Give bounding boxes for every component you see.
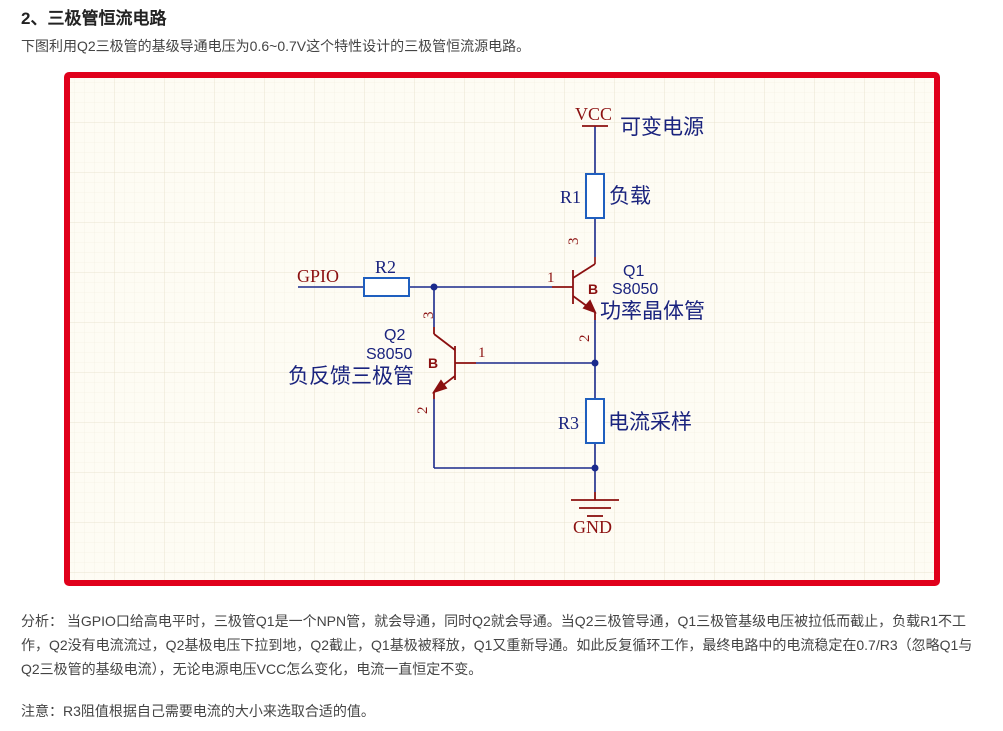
q1-pin2: 2 [577,335,593,343]
resistor-r3 [585,398,605,444]
q2-designator: Q2 [384,327,405,344]
r3-label: R3 [558,413,579,433]
transistor-q2 [431,327,476,399]
ground-symbol [571,492,619,517]
gpio-label: GPIO [297,266,339,286]
resistor-r1 [585,173,605,264]
r1-label: R1 [560,187,581,207]
q2-pin3: 3 [421,312,437,320]
q1-pin3: 3 [566,238,582,246]
schematic-grid [67,75,937,583]
schematic-figure: VCC 可变电源 R1 负载 3 GPIO R2 1 Q1 S8050 B 功率… [64,72,940,586]
intro-paragraph: 下图利用Q2三极管的基级导通电压为0.6~0.7V这个特性设计的三极管恒流源电路… [21,38,531,54]
note-paragraph: 注意：R3阻值根据自己需要电流的大小来选取合适的值。 [21,703,375,719]
q1-part-number: S8050 [612,281,658,298]
transistor-q1 [552,263,597,320]
junction-dots [430,283,599,472]
gnd-label: GND [573,517,612,537]
q2-description: 负反馈三极管 [288,364,414,388]
q1-description: 功率晶体管 [600,299,705,323]
r1-description: 负载 [609,184,651,208]
q1-designator: Q1 [623,263,644,280]
q1-pin1: 1 [547,270,555,286]
q2-base-marker: B [428,355,438,371]
section-heading: 2、三极管恒流电路 [21,9,167,28]
analysis-paragraph: 分析： 当GPIO口给高电平时，三极管Q1是一个NPN管，就会导通，同时Q2就会… [21,613,973,677]
r2-label: R2 [375,257,396,277]
resistor-r2 [363,277,410,297]
q2-pin2: 2 [415,407,431,415]
q1-base-marker: B [588,281,598,297]
q2-pin1: 1 [478,345,486,361]
vcc-label: VCC [575,104,612,124]
r3-description: 电流采样 [608,410,692,434]
schematic-frame [64,72,940,586]
q2-part-number: S8050 [366,346,412,363]
vcc-description: 可变电源 [620,115,704,139]
